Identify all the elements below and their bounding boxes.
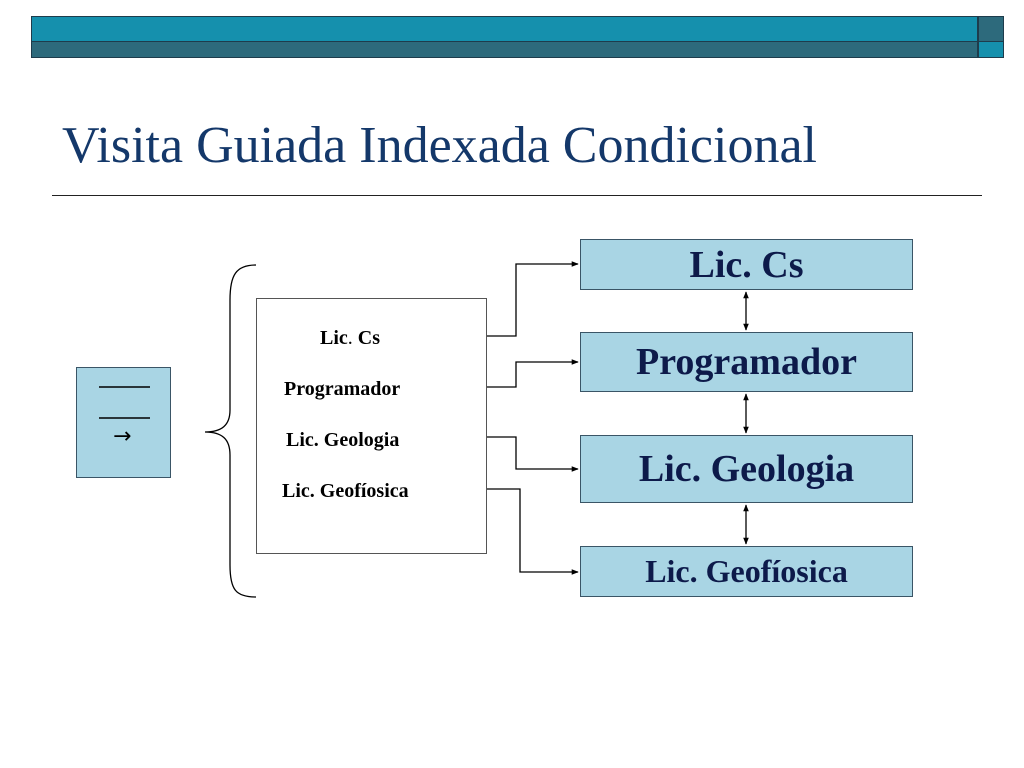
page-icon: → bbox=[76, 367, 171, 478]
node-programador[interactable]: Programador bbox=[580, 332, 913, 392]
curly-brace bbox=[204, 264, 257, 598]
node-lic-geofiosica[interactable]: Lic. Geofíosica bbox=[580, 546, 913, 597]
connector-lic-geofiosica bbox=[466, 486, 579, 575]
index-box bbox=[256, 298, 487, 554]
index-item-lic-cs[interactable]: Lic. Cs bbox=[320, 327, 381, 349]
header-band-top bbox=[31, 16, 978, 42]
index-item-programador[interactable]: Programador bbox=[284, 378, 401, 400]
index-item-lic-geologia[interactable]: Lic. Geologia bbox=[286, 429, 400, 451]
title-divider bbox=[52, 195, 982, 196]
header-square-top bbox=[978, 16, 1004, 42]
index-item-lic-geofiosica[interactable]: Lic. Geofíosica bbox=[282, 480, 409, 502]
header-square-bottom bbox=[978, 42, 1004, 58]
node-lic-cs[interactable]: Lic. Cs bbox=[580, 239, 913, 290]
page-arrow-icon: → bbox=[113, 424, 132, 449]
slide-title: Visita Guiada Indexada Condicional bbox=[62, 117, 817, 174]
header-band-bottom bbox=[31, 42, 978, 58]
node-lic-geologia[interactable]: Lic. Geologia bbox=[580, 435, 913, 503]
